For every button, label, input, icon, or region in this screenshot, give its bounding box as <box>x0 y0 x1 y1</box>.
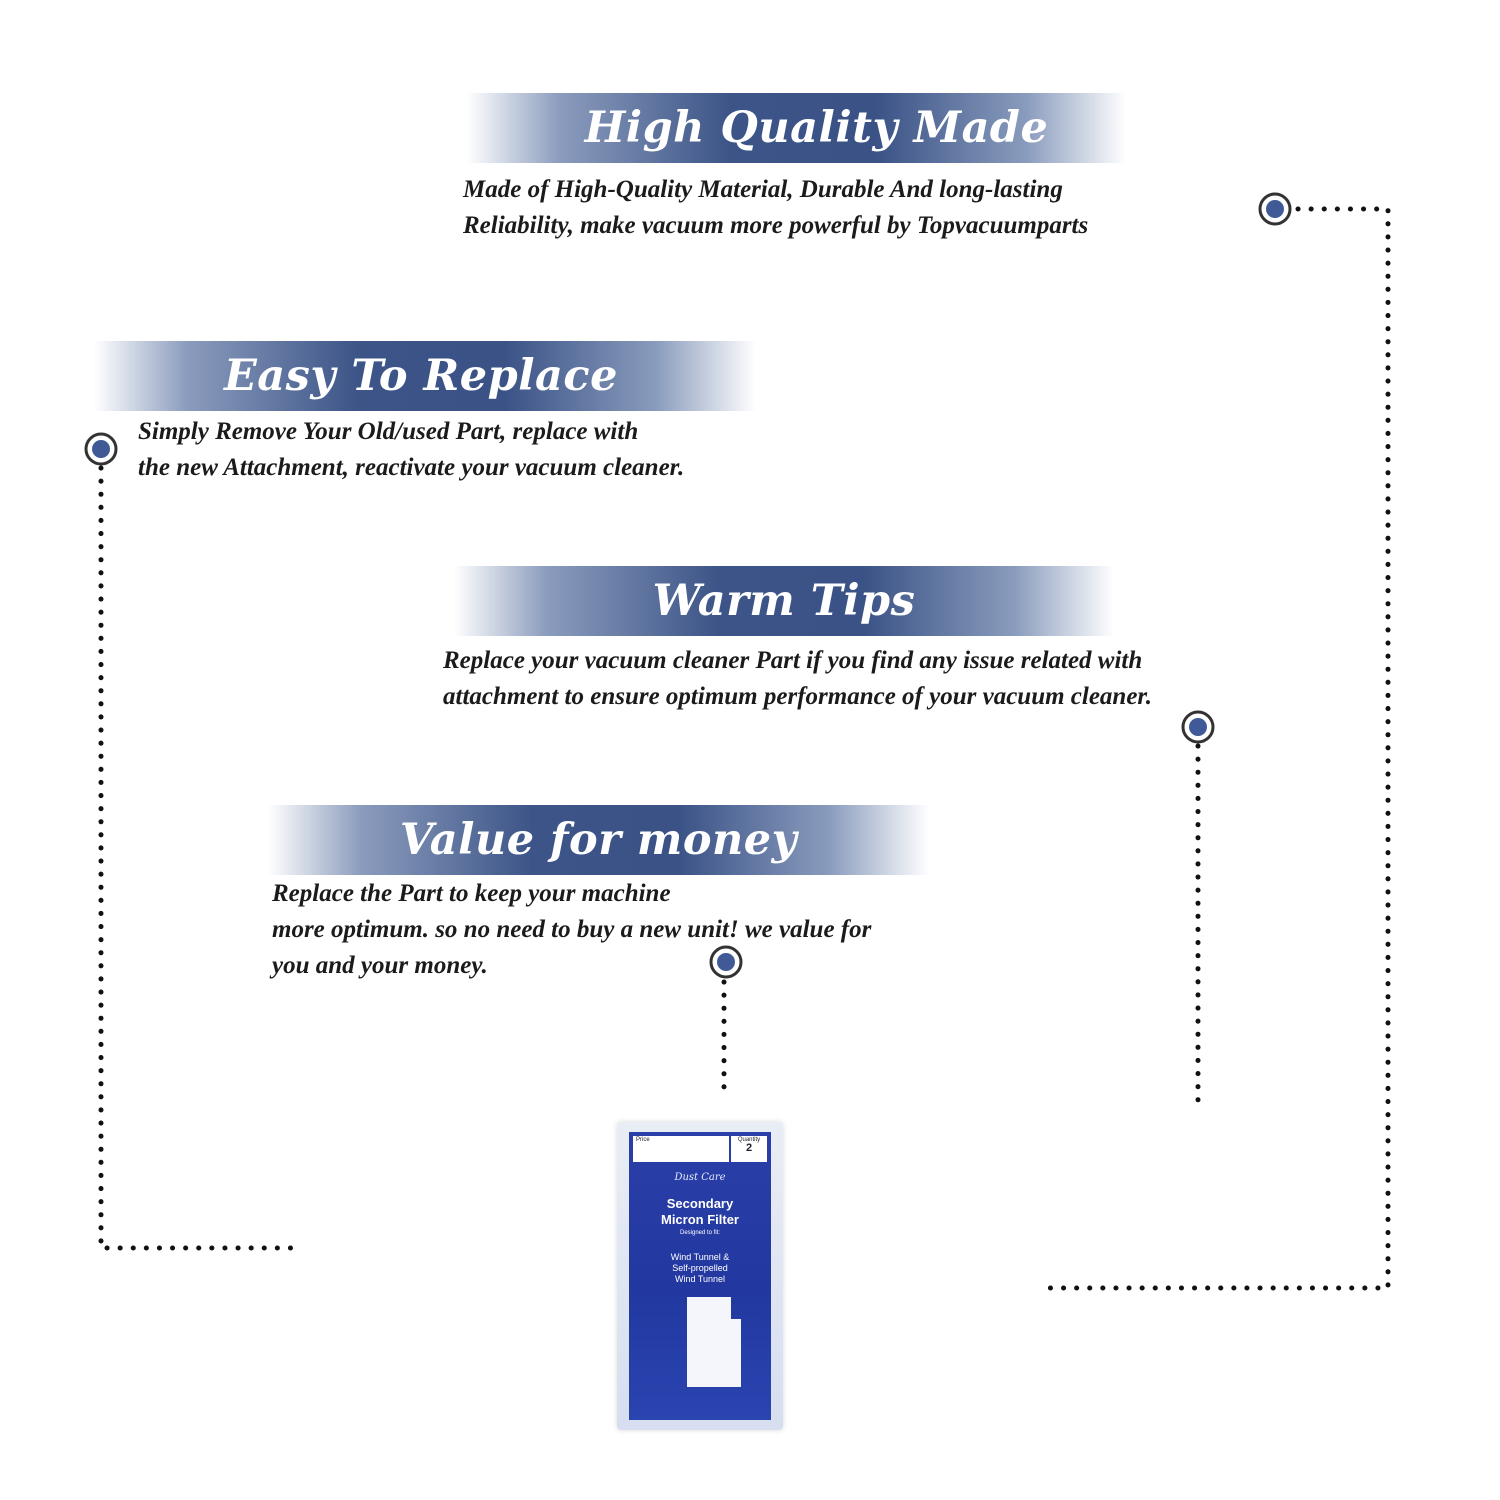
description-warm-tips: Replace your vacuum cleaner Part if you … <box>443 643 1152 715</box>
filter-illustration <box>687 1297 741 1387</box>
description-value-money: Replace the Part to keep your machine mo… <box>272 876 871 984</box>
description-easy-replace: Simply Remove Your Old/used Part, replac… <box>138 414 684 486</box>
description-high-quality: Made of High-Quality Material, Durable A… <box>463 172 1088 244</box>
banner-title: Easy To Replace <box>224 351 618 401</box>
marker-replace <box>84 432 118 466</box>
product-package-image: Price Quantity 2 Dust Care Secondary Mic… <box>617 1122 783 1430</box>
fit-label: Designed to fit: <box>679 1230 721 1236</box>
banner-easy-replace: Easy To Replace <box>94 341 756 411</box>
description-line: attachment to ensure optimum performance… <box>443 683 1153 710</box>
marker-quality <box>1258 192 1292 226</box>
model-line: Wind Tunnel & <box>670 1252 730 1262</box>
marker-tips <box>1181 710 1215 744</box>
banner-warm-tips: Warm Tips <box>454 566 1114 636</box>
model-line: Self-propelled <box>672 1263 728 1273</box>
description-line: Replace your vacuum cleaner Part if you … <box>443 647 1143 674</box>
quantity-box: Quantity 2 <box>731 1136 767 1162</box>
package-header: Price Quantity 2 <box>633 1136 767 1162</box>
description-line: more optimum. so no need to buy a new un… <box>272 916 872 943</box>
connector-quality <box>1035 206 1391 1291</box>
description-line: you and your money. <box>272 952 488 979</box>
product-title-line1: Secondary <box>666 1196 734 1211</box>
brand-logo: Dust Care <box>674 1172 726 1183</box>
banner-value-money: Value for money <box>268 805 929 875</box>
description-line: the new Attachment, reactivate your vacu… <box>138 454 685 481</box>
banner-title: Value for money <box>399 815 798 865</box>
banner-title: High Quality Made <box>584 103 1049 153</box>
connector-replace <box>98 465 299 1251</box>
quantity-value: 2 <box>745 1142 753 1154</box>
quantity-label: Quantity <box>737 1137 761 1143</box>
package-label: Price Quantity 2 Dust Care Secondary Mic… <box>629 1132 771 1420</box>
description-line: Simply Remove Your Old/used Part, replac… <box>138 418 639 445</box>
banner-high-quality: High Quality Made <box>467 93 1126 163</box>
product-title-line2: Micron Filter <box>660 1212 739 1227</box>
model-line: Wind Tunnel <box>674 1274 726 1284</box>
marker-value <box>709 945 743 979</box>
description-line: Made of High-Quality Material, Durable A… <box>463 176 1063 203</box>
description-line: Reliability, make vacuum more powerful b… <box>463 212 1089 239</box>
description-line: Replace the Part to keep your machine <box>272 880 671 907</box>
banner-title: Warm Tips <box>652 576 916 626</box>
price-box: Price <box>633 1136 729 1162</box>
